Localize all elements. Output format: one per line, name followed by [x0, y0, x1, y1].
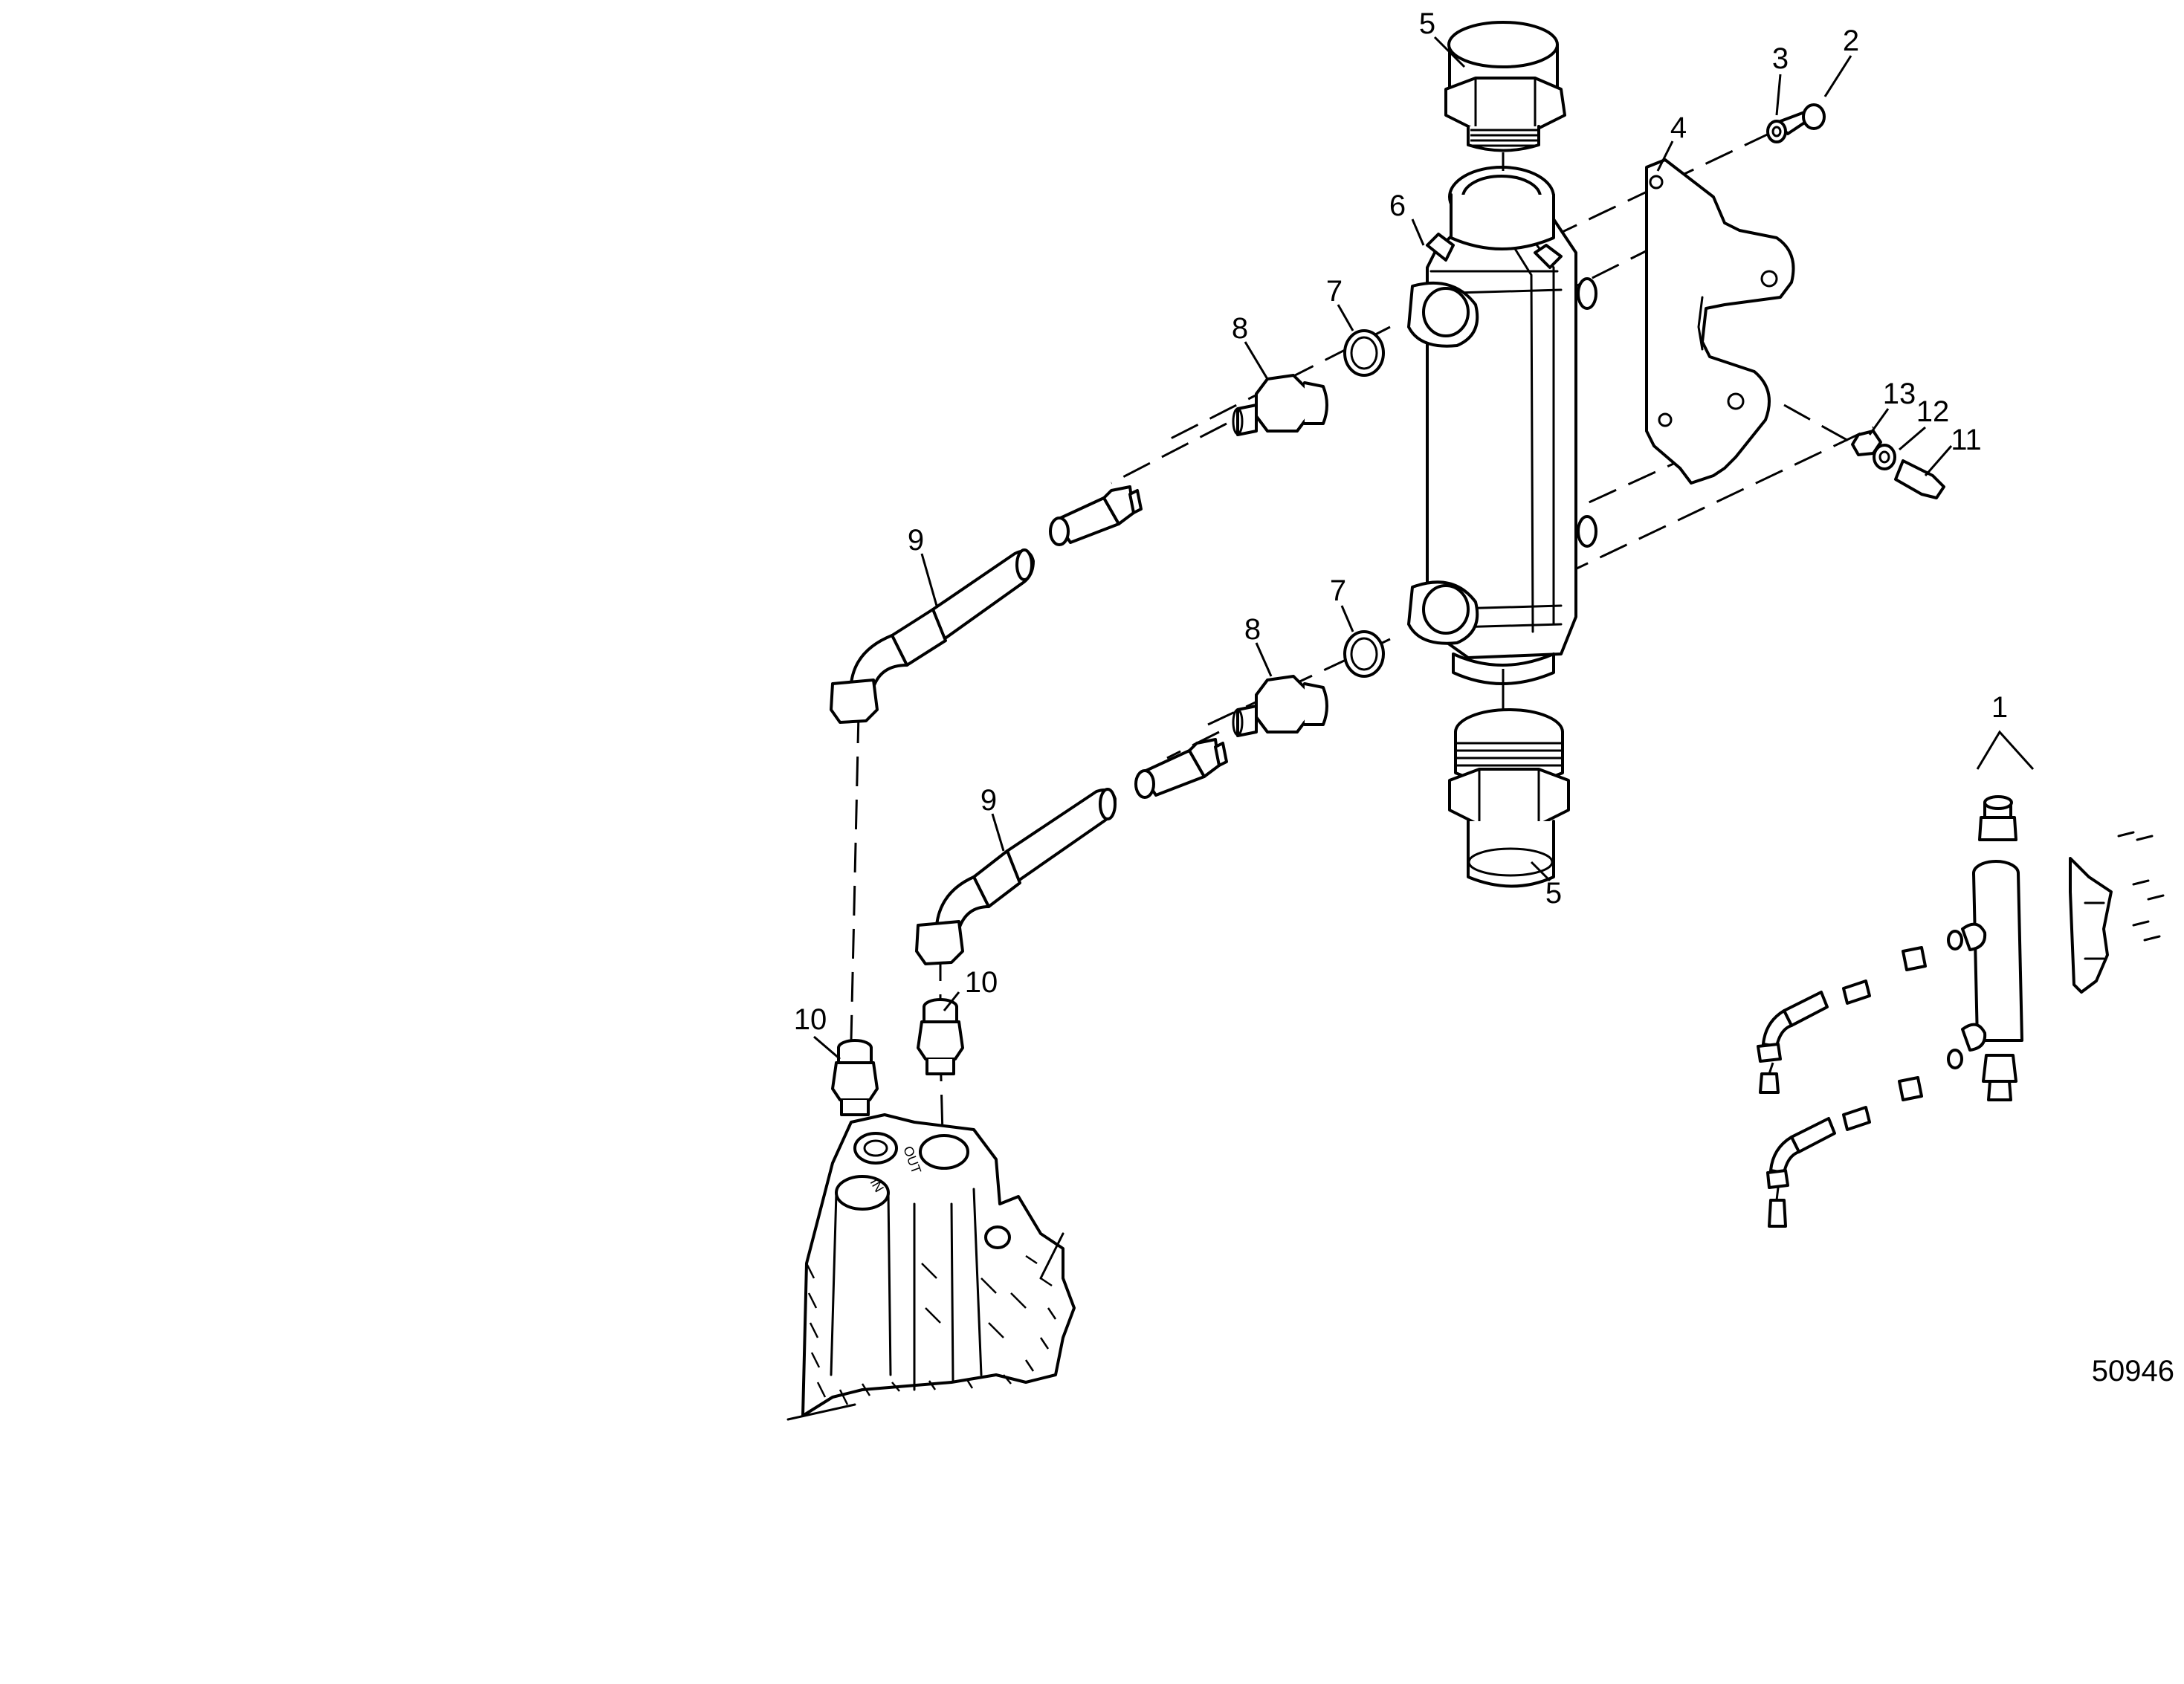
elbow-fitting-right	[917, 998, 964, 1075]
top-hose-fitting	[1444, 21, 1566, 171]
callout-4: 4	[1670, 111, 1687, 144]
mounting-bracket	[1645, 158, 1795, 485]
assembled-view-inset	[1757, 730, 2165, 1228]
elbow-fitting-left	[831, 1039, 879, 1116]
hose-upper	[830, 548, 1035, 724]
engine-block-section	[786, 1113, 1076, 1421]
callout-7-upper: 7	[1326, 275, 1343, 308]
callout-12: 12	[1916, 395, 1950, 428]
callout-8-upper: 8	[1232, 312, 1248, 345]
callout-13: 13	[1883, 378, 1916, 410]
bottom-hose-fitting	[1448, 669, 1570, 888]
nut-washer-bolt	[1851, 430, 1945, 499]
figure-id: 50946	[2092, 1355, 2174, 1387]
callout-7-lower: 7	[1330, 574, 1346, 607]
callout-6: 6	[1389, 190, 1406, 222]
callout-9-lower: 9	[980, 784, 997, 817]
hose-lower	[915, 788, 1117, 965]
callout-5-top: 5	[1419, 7, 1435, 40]
callout-9-upper: 9	[908, 524, 924, 557]
callout-3: 3	[1772, 42, 1789, 75]
callout-2: 2	[1843, 25, 1859, 57]
leader-lines	[813, 36, 1953, 1060]
screw-and-washer-top	[1766, 103, 1826, 143]
adapter-fittings	[1232, 374, 1328, 737]
callout-8-lower: 8	[1244, 613, 1261, 646]
callout-5-bottom: 5	[1545, 877, 1562, 910]
callout-labels: 1 2 3 4 5 5 6 7 7 8 8 9 9 10 10 11 12 13	[794, 7, 2008, 1036]
heat-exchanger-body	[1407, 166, 1597, 685]
callout-11: 11	[1951, 424, 1982, 456]
callout-10-left: 10	[794, 1003, 827, 1036]
tube-inserts	[1049, 485, 1228, 799]
callout-10-right: 10	[965, 966, 998, 999]
callout-1: 1	[1991, 691, 2008, 724]
assembly-lines	[850, 129, 1874, 1383]
o-rings	[1343, 329, 1385, 678]
